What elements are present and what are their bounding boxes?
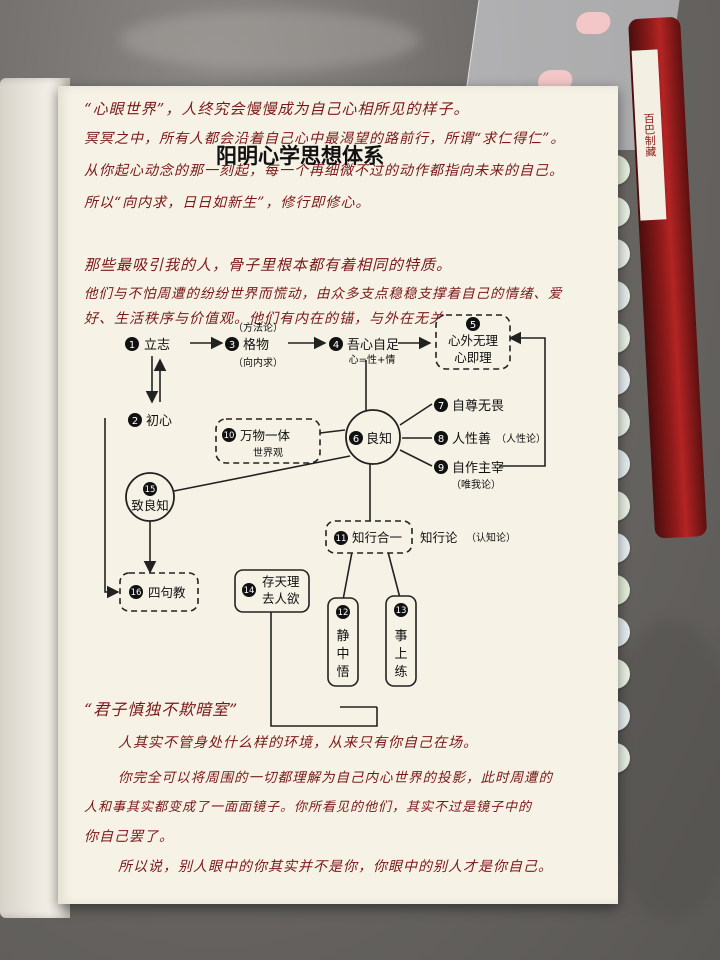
note-line: 人其实不管身处什么样的环境，从来只有你自己在场。 [118, 735, 478, 751]
note-line: 他们与不怕周遭的纷纷世界而慌动，由众多支点稳稳支撑着自己的情绪、爱 [84, 286, 563, 302]
note-line: 冥冥之中，所有人都会沿着自己心中最渴望的路前行，所谓“求仁得仁”。 [84, 131, 566, 147]
note-line: 那些最吸引我的人，骨子里根本都有着相同的特质。 [84, 256, 453, 274]
note-line: 你完全可以将周围的一切都理解为自己内心世界的投影，此时周遭的 [118, 770, 553, 786]
note-line: 人和事其实都变成了一面面镜子。你所看见的他们，其实不过是镜子中的 [84, 800, 533, 815]
note-line: 所以“向内求，日日如新生”，修行即修心。 [84, 195, 371, 211]
notebook-page: “心眼世界”，人终究会慢慢成为自己心相所见的样子。 冥冥之中，所有人都会沿着自己… [58, 86, 618, 904]
note-line: 从你起心动念的那一刻起，每一个再细微不过的动作都指向未来的自己。 [84, 163, 564, 179]
ruler-marker [574, 12, 612, 34]
cloth-fold [120, 10, 420, 70]
note-line: 好、生活秩序与价值观。他们有内在的锚，与外在无关。 [84, 311, 459, 327]
note-line: 所以说，别人眼中的你其实并不是你，你眼中的别人才是你自己。 [118, 859, 553, 875]
note-heading: “君子慎独不欺暗室” [84, 700, 239, 719]
diagram-title: 阳明心学思想体系 [216, 144, 384, 168]
note-line: “心眼世界”，人终究会慢慢成为自己心相所见的样子。 [84, 100, 470, 118]
note-line: 你自己罢了。 [84, 829, 174, 845]
